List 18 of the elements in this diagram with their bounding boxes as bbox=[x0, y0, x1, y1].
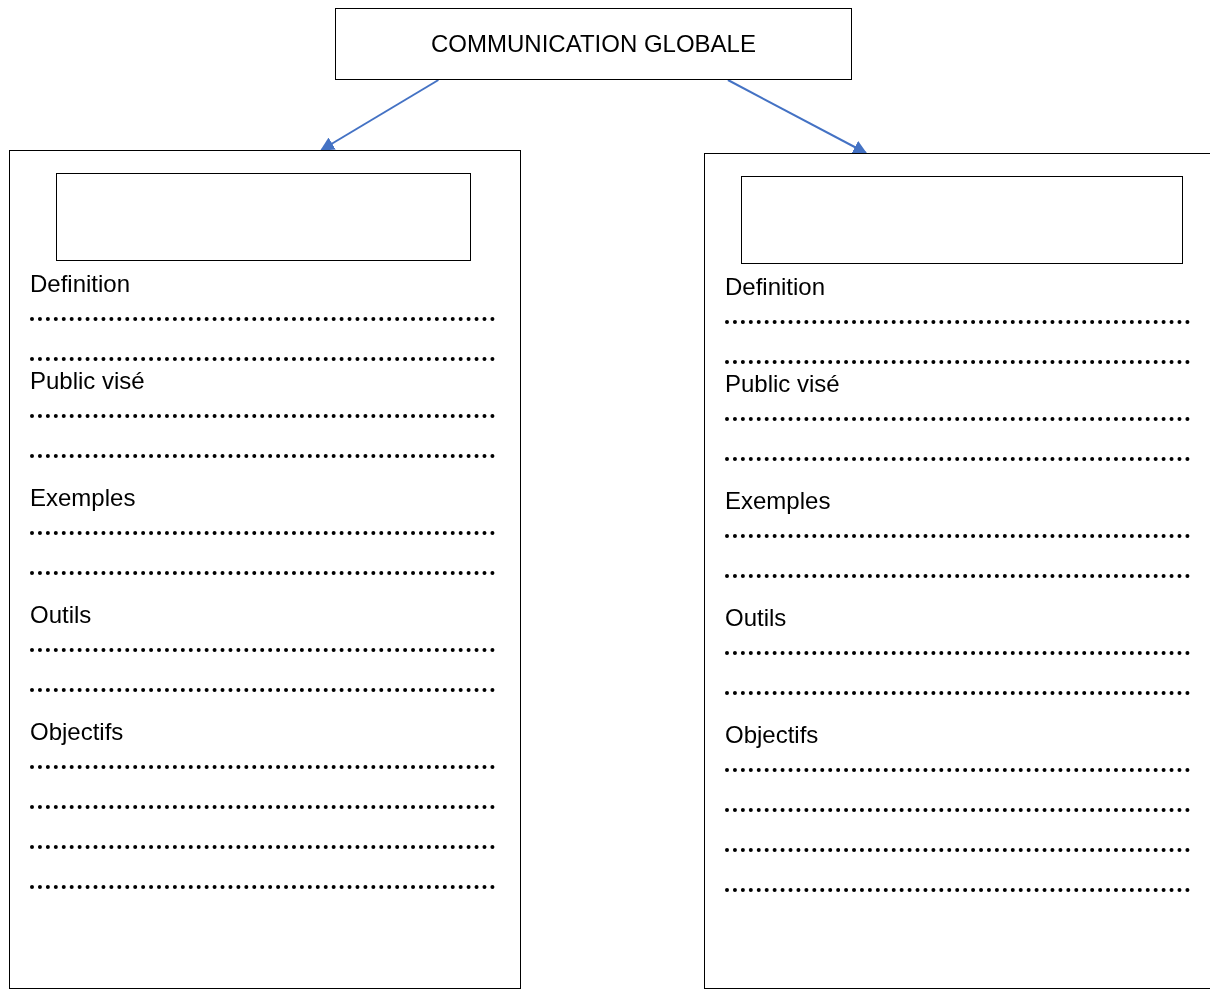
title-text: COMMUNICATION GLOBALE bbox=[431, 29, 756, 59]
section-heading: Exemples bbox=[725, 486, 831, 516]
empty-box bbox=[56, 173, 471, 261]
section-heading: Definition bbox=[30, 269, 131, 299]
arrow bbox=[320, 79, 440, 151]
section-heading: Outils bbox=[30, 600, 92, 630]
arrow bbox=[726, 79, 868, 154]
empty-box bbox=[741, 176, 1183, 264]
section-heading: Exemples bbox=[30, 483, 136, 513]
section-heading: Objectifs bbox=[30, 717, 124, 747]
title-box bbox=[335, 8, 852, 80]
worksheet-box bbox=[704, 153, 1210, 989]
section-heading: Outils bbox=[725, 603, 787, 633]
section-heading: Objectifs bbox=[725, 720, 819, 750]
worksheet-box bbox=[9, 150, 521, 989]
section-heading: Public visé bbox=[30, 366, 145, 396]
section-heading: Public visé bbox=[725, 369, 840, 399]
section-heading: Definition bbox=[725, 272, 826, 302]
